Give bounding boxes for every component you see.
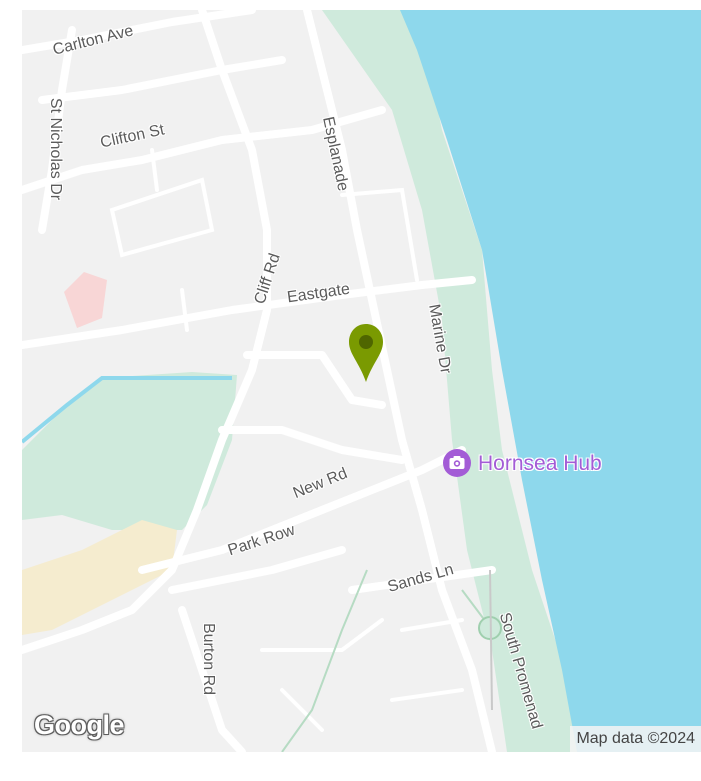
- street-label-burton-rd: Burton Rd: [200, 622, 218, 696]
- sea: [400, 10, 701, 752]
- building: [64, 272, 107, 328]
- map-attribution: Map data ©2024: [570, 726, 701, 752]
- google-logo: Google: [34, 710, 125, 740]
- poi-label-hornsea-hub[interactable]: Hornsea Hub: [478, 452, 602, 475]
- coastal-park: [322, 10, 582, 752]
- park-area: [22, 372, 237, 530]
- map-view[interactable]: Carlton Ave St Nicholas Dr Clifton St Es…: [22, 10, 701, 752]
- map-pin-icon[interactable]: [348, 322, 384, 396]
- beach-area: [22, 520, 177, 635]
- map-canvas[interactable]: [22, 10, 701, 752]
- river: [22, 376, 232, 444]
- camera-icon[interactable]: [442, 448, 472, 478]
- street-label-st-nicholas-dr: St Nicholas Dr: [47, 97, 65, 201]
